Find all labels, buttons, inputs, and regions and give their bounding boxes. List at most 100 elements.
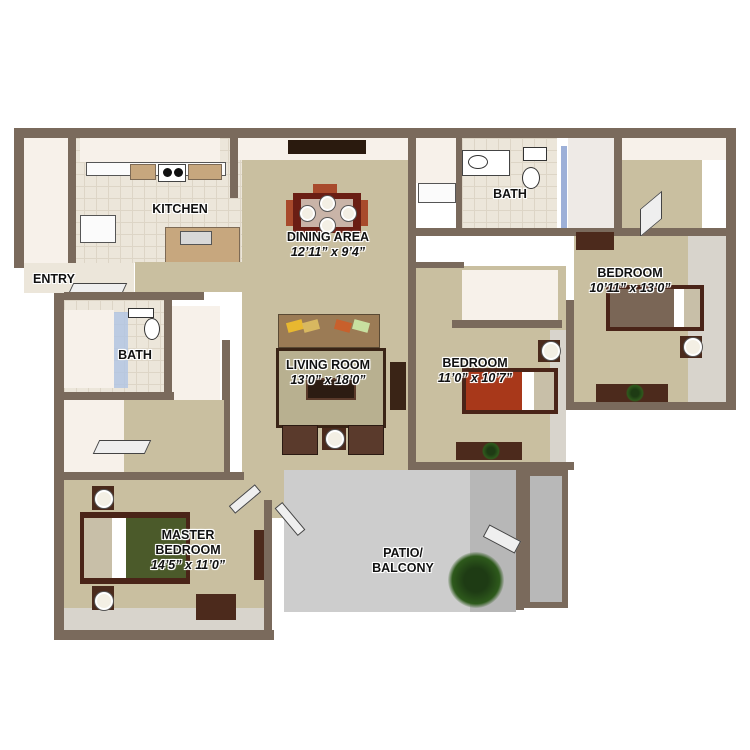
- master-name-line2: BEDROOM: [155, 543, 221, 557]
- refrigerator: [80, 215, 116, 243]
- closet-lower-floor: [124, 400, 224, 472]
- bedroom-right-name: BEDROOM: [597, 266, 663, 280]
- exterior-wall-top: [14, 128, 736, 138]
- wall-closet-right: [222, 340, 230, 475]
- dining-plate: [320, 196, 335, 211]
- bath-left-label: BATH: [118, 348, 152, 362]
- stove-burner-icon: [163, 168, 172, 177]
- master-chest: [196, 594, 236, 620]
- closet-lower-left: [64, 400, 124, 472]
- shower-curtain: [561, 146, 567, 228]
- living-name: LIVING ROOM: [285, 358, 371, 372]
- bed-headboard: [684, 289, 700, 327]
- coffee-table: [306, 378, 356, 400]
- plant-icon: [448, 552, 504, 608]
- bedroom-middle-closet: [462, 270, 558, 320]
- bedroom-right-bed: [606, 285, 704, 331]
- master-dimensions: 14’5” x 11’0”: [150, 558, 226, 572]
- bed-headboard: [84, 518, 112, 578]
- bedroom-middle-wall-face: [550, 330, 566, 462]
- bed-pillow: [112, 518, 126, 578]
- exterior-wall-left-lower: [54, 290, 64, 638]
- dining-plate: [320, 218, 335, 233]
- bed-headboard: [534, 372, 554, 410]
- lamp-icon: [684, 338, 702, 356]
- wall-living-right: [408, 138, 416, 528]
- entry-closet-wall: [68, 138, 76, 263]
- bath-left-tub: [64, 310, 114, 388]
- wall-right-bed-left: [566, 300, 574, 410]
- wall-art: [288, 140, 366, 154]
- toilet-icon: [144, 318, 160, 340]
- bedroom-middle-dimensions: 11’0” x 10’7”: [437, 371, 513, 385]
- living-label: LIVING ROOM 13’0” x 18’0”: [266, 358, 390, 388]
- tv-stand: [390, 362, 406, 410]
- dining-chair: [313, 184, 337, 194]
- toilet-tank: [128, 308, 154, 318]
- bed-cover: [126, 518, 186, 578]
- closet-door[interactable]: [92, 440, 152, 454]
- patio-name-line1: PATIO/: [383, 546, 423, 560]
- linen-closet: [416, 138, 456, 183]
- shower-curtain: [114, 312, 128, 388]
- bed-pillow: [674, 289, 684, 327]
- bedroom-middle-label: BEDROOM 11’0” x 10’7”: [420, 356, 530, 386]
- pillow-orange: [333, 319, 353, 333]
- bed-cover: [610, 289, 674, 327]
- living-dimensions: 13’0” x 18’0”: [290, 373, 366, 387]
- wall-right-bed-bottom: [574, 402, 736, 410]
- plant-icon: [482, 442, 500, 460]
- closet-shelf: [622, 138, 726, 160]
- wall-top-corridor: [408, 228, 728, 236]
- bath-top-label: BATH: [493, 187, 527, 201]
- dining-plate: [300, 206, 315, 221]
- wall-middle-closet: [452, 320, 562, 328]
- lamp-icon: [326, 430, 344, 448]
- wall-middle-bottom: [408, 462, 574, 470]
- sink-icon: [468, 155, 488, 169]
- master-name-line1: MASTER: [161, 528, 215, 542]
- master-label: MASTER BEDROOM 14’5” x 11’0”: [128, 528, 248, 573]
- bedroom-middle-bed: [462, 368, 558, 414]
- lamp-icon: [542, 342, 560, 360]
- stove: [158, 164, 186, 182]
- dining-name: DINING AREA: [286, 230, 370, 244]
- wall-bath-left: [456, 138, 462, 233]
- bedroom-right-label: BEDROOM 10’11” x 13’0”: [575, 266, 685, 296]
- dining-chair: [286, 200, 294, 226]
- wall-master-right: [264, 500, 272, 640]
- exterior-wall-left-upper: [14, 128, 24, 268]
- kitchen-wall-face: [80, 138, 220, 162]
- exterior-wall-bottom-left: [54, 630, 274, 640]
- sofa: [278, 314, 380, 348]
- pillow-green: [351, 319, 371, 333]
- kitchen-counter-left: [130, 164, 156, 180]
- washer-dryer: [418, 183, 456, 203]
- wall-bath-right: [164, 300, 172, 410]
- lamp-icon: [95, 490, 113, 508]
- bed-cover: [466, 372, 522, 410]
- closet-floor: [622, 160, 702, 228]
- dining-dimensions: 12’11” x 9’4”: [290, 245, 366, 259]
- patio-name-line2: BALCONY: [372, 561, 434, 575]
- wall-master-top: [64, 472, 244, 480]
- bedroom-middle-name: BEDROOM: [442, 356, 508, 370]
- toilet-icon: [522, 167, 540, 189]
- bath-left-closet: [172, 306, 220, 406]
- entry-label: ENTRY: [33, 272, 75, 286]
- pillow-yellow: [285, 319, 305, 333]
- wall-bath-bottom: [64, 392, 174, 400]
- wall-middle-top: [408, 262, 464, 268]
- bathtub: [568, 138, 614, 228]
- wall-kitchen-dining: [230, 138, 238, 198]
- toilet-tank: [523, 147, 547, 161]
- kitchen-sink-icon: [180, 231, 212, 245]
- armchair: [282, 425, 318, 455]
- entry-closet: [24, 138, 68, 263]
- kitchen-label: KITCHEN: [152, 202, 208, 216]
- bedroom-right-dresser: [576, 232, 614, 250]
- wall-hall-bottom: [64, 292, 204, 300]
- lamp-icon: [95, 592, 113, 610]
- dining-plate: [341, 206, 356, 221]
